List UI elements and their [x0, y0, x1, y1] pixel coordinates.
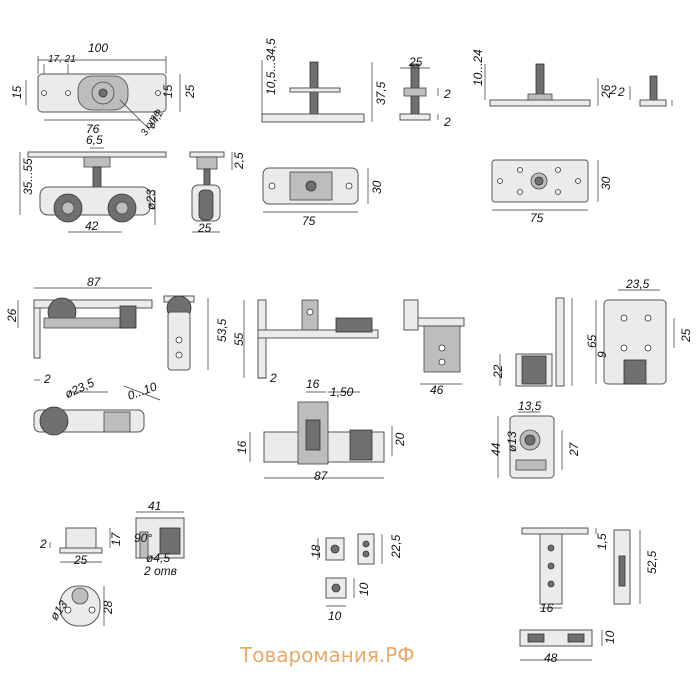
oval-stopper-side [49, 527, 111, 563]
dim-plate-15b: 15 [161, 84, 175, 98]
dim-block-c-10a: 10 [328, 609, 342, 623]
l-bracket-assembly [243, 299, 379, 379]
dim-angle-41: 41 [148, 499, 161, 513]
dim-block-a-18: 18 [309, 544, 323, 558]
dim-bracket-top-16-upper: 16 [306, 377, 320, 391]
stopper-top-view [497, 411, 563, 479]
dim-guide-26: 26 [5, 308, 19, 323]
small-block-b [357, 533, 383, 565]
dim-block-b-22-5: 22,5 [389, 534, 403, 559]
dim-bolt-37-5: 37,5 [374, 81, 388, 105]
dim-stopper-25: 25 [679, 328, 693, 343]
u-guide-bottom [519, 629, 603, 661]
dim-guide-53-5: 53,5 [215, 318, 229, 342]
dim-angle-90: 90° [134, 531, 152, 545]
dim-long-plate-2: 2 [609, 83, 617, 97]
dim-plate-a-75: 75 [302, 214, 316, 228]
dim-stopper-top-13-5: 13,5 [518, 399, 542, 413]
dim-bracket-top-20: 20 [393, 432, 407, 447]
dim-carriage-side-25: 25 [197, 221, 212, 235]
small-block-a [317, 537, 345, 561]
dim-roller-bracket-46: 46 [430, 383, 444, 397]
dim-small-bolt-25: 25 [408, 55, 423, 69]
roller-carriage-side-view [189, 151, 233, 233]
adjusting-bolt-plate [261, 60, 373, 123]
dim-angle-hole-count: 2 отв [143, 564, 177, 578]
dim-carriage-2-5: 2,5 [232, 152, 246, 170]
u-guide-side [613, 529, 641, 605]
dim-bracket-2: 2 [269, 371, 277, 385]
dim-long-bolt-range: 10...24 [471, 49, 485, 86]
guide-roller-bracket [17, 287, 153, 381]
dim-bolt-height-range: 10,5...34,5 [264, 38, 278, 95]
plate-30x75-b [491, 159, 599, 211]
dim-guide-48: 48 [544, 651, 558, 665]
stopper-bracket [499, 297, 573, 387]
dim-bracket-55: 55 [232, 332, 246, 346]
u-guide-bracket [521, 527, 597, 609]
guide-roller-top [33, 385, 161, 436]
dim-plate-b-75: 75 [530, 211, 544, 225]
dim-stopper-top-13: ø13 [505, 431, 519, 452]
dim-tiny-bolt-2a: 2 [617, 85, 625, 99]
dim-block-c-10b: 10 [357, 582, 371, 596]
dim-oval-17: 17 [109, 531, 123, 546]
dim-guide-offset: 0...10 [126, 379, 159, 403]
dim-stopper-65: 65 [585, 334, 599, 348]
dim-guide-2: 2 [43, 372, 51, 386]
dim-plate-b-30: 30 [599, 176, 613, 190]
tiny-bolt [629, 75, 673, 107]
dim-guide-16: 16 [540, 601, 554, 615]
roller-carriage-front-view [19, 147, 167, 233]
dim-plate-76: 76 [86, 122, 100, 136]
dim-guide-87: 87 [87, 275, 102, 289]
dim-carriage-42: 42 [85, 219, 99, 233]
oval-stopper-top [59, 585, 105, 627]
dim-guide-roller-dia: ø23,5 [63, 375, 97, 401]
angle-stopper [135, 511, 185, 559]
stopper-plate-front [595, 289, 675, 385]
dim-plate-length: 100 [88, 41, 108, 55]
dim-angle-hole: ø4,5 [146, 551, 170, 565]
dim-bracket-top-1-50: 1,50 [330, 385, 354, 399]
dim-stopper-9: 9 [595, 351, 609, 358]
dim-small-bolt-2b: 2 [443, 115, 451, 129]
dim-plate-width: 25 [183, 84, 197, 99]
dim-roller-dia: ø23 [144, 189, 158, 210]
dim-guide-1-5: 1,5 [595, 533, 609, 550]
plate-30x75-a [262, 167, 369, 213]
roller-bracket-front [403, 299, 465, 385]
dim-stopper-22: 22 [491, 364, 505, 379]
dim-stopper-top-44: 44 [489, 442, 503, 456]
dim-carriage-6-5: 6,5 [86, 133, 103, 147]
dim-oval-25: 25 [73, 553, 88, 567]
dim-plate-holes: 17, 21 [48, 54, 76, 65]
mounting-plate-top-view [25, 56, 181, 131]
l-bracket-top-view [249, 391, 393, 479]
long-plate-with-bolt [484, 63, 599, 107]
small-bolt-assembly [399, 63, 439, 121]
dim-long-plate-26: 26 [599, 84, 613, 99]
dim-plate-15a: 15 [10, 85, 24, 99]
dim-stopper-top-27: 27 [567, 441, 581, 457]
dim-bracket-top-87: 87 [314, 469, 329, 483]
dim-plate-a-30: 30 [370, 180, 384, 194]
dim-oval-2: 2 [39, 537, 47, 551]
guide-roller-side [163, 295, 209, 371]
dim-small-bolt-2a: 2 [443, 87, 451, 101]
dim-stopper-23-5: 23,5 [625, 277, 650, 291]
small-block-c [325, 577, 355, 607]
dim-carriage-height: 35...55 [21, 158, 35, 195]
watermark-text: Товаромания.РФ [239, 643, 415, 667]
dim-guide-52-5: 52,5 [645, 550, 659, 574]
dim-guide-10: 10 [603, 630, 617, 644]
dim-bracket-top-16: 16 [235, 440, 249, 454]
dim-oval-28: 28 [101, 600, 115, 615]
